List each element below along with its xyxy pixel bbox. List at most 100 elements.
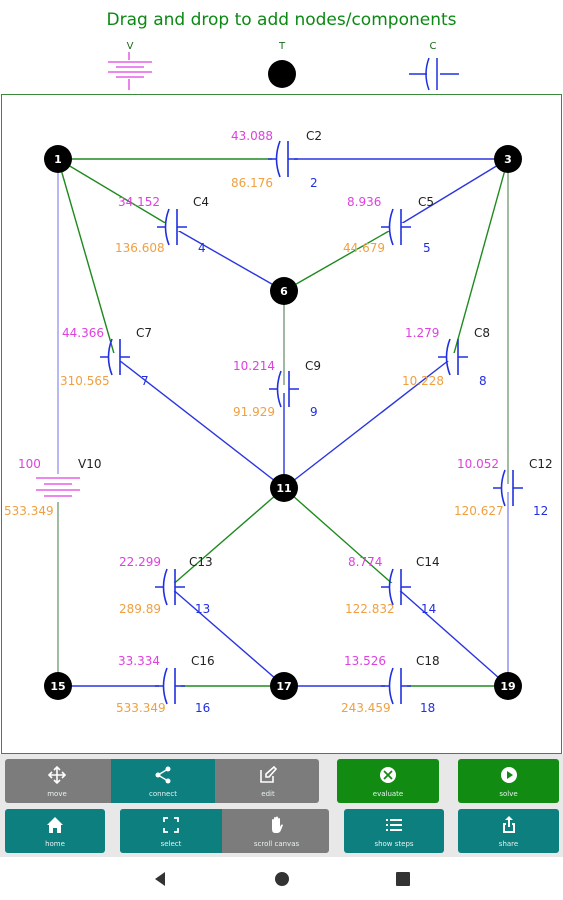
component-palette: V T C [0, 40, 563, 94]
name-label-C7: C7 [136, 326, 152, 340]
cap-plate-curved-C18 [388, 667, 394, 705]
wire-C8-a [452, 158, 509, 358]
toolbar: move connect edit evaluate [0, 754, 563, 857]
edit-button[interactable]: edit [217, 759, 319, 803]
wire-C7-a [57, 158, 116, 358]
share-upload-icon [498, 814, 520, 836]
name-label-C5: C5 [418, 195, 434, 209]
share-button[interactable]: share [458, 809, 559, 853]
node-1 [44, 145, 72, 173]
secondary-label-V10: 533.349 [4, 504, 54, 518]
cap-plate-curved-C7 [107, 338, 113, 376]
index-label-C14: 14 [421, 602, 436, 616]
value-label-C2: 43.088 [231, 129, 273, 143]
select-button[interactable]: select [120, 809, 222, 853]
select-frame-icon [160, 814, 182, 836]
evaluate-group: evaluate [337, 759, 439, 803]
index-label-C16: 16 [195, 701, 210, 715]
secondary-label-C8: 10.228 [402, 374, 444, 388]
cap-gap-C4 [161, 223, 183, 231]
cap-gap-C14 [385, 583, 407, 591]
select-scroll-group: select scroll canvas [120, 809, 329, 853]
node-label-19: 19 [500, 680, 515, 693]
move-button[interactable]: move [5, 759, 109, 803]
show-steps-button[interactable]: show steps [344, 809, 444, 853]
cap-gap-C5 [385, 223, 407, 231]
home-nav-icon[interactable] [272, 869, 292, 889]
select-label: select [160, 840, 182, 848]
node-17 [270, 672, 298, 700]
node-label-1: 1 [54, 153, 62, 166]
value-label-C4: 34.152 [118, 195, 160, 209]
value-label-C13: 22.299 [119, 555, 161, 569]
vs-bg-V10 [34, 474, 82, 502]
node-label-17: 17 [276, 680, 291, 693]
palette-voltage-source[interactable]: V [100, 40, 160, 94]
home-button[interactable]: home [5, 809, 105, 853]
palette-capacitor[interactable]: C [403, 40, 463, 94]
wire-C4-b [171, 226, 285, 292]
mode-group: move connect edit [5, 759, 319, 803]
recents-nav-icon[interactable] [393, 869, 413, 889]
palette-label-capacitor: C [429, 41, 437, 52]
wire-C14-a [283, 487, 397, 588]
palette-node[interactable]: T [252, 40, 312, 94]
index-label-C8: 8 [479, 374, 487, 388]
solve-group: solve [458, 759, 559, 803]
value-label-C5: 8.936 [347, 195, 381, 209]
back-nav-icon[interactable] [151, 869, 171, 889]
cap-gap-C13 [159, 583, 181, 591]
node-15 [44, 672, 72, 700]
secondary-label-C18: 243.459 [341, 701, 391, 715]
play-icon [498, 764, 520, 786]
name-label-V10: V10 [78, 457, 101, 471]
solve-button[interactable]: solve [458, 759, 559, 803]
move-arrows-icon [46, 764, 68, 786]
value-label-C8: 1.279 [405, 326, 439, 340]
voltage-source-icon [108, 52, 152, 90]
cap-plate-curved-C14 [388, 568, 394, 606]
name-label-C13: C13 [189, 555, 213, 569]
steps-group: show steps [344, 809, 444, 853]
wire-C7-b [114, 356, 285, 489]
wire-C4-a [57, 158, 173, 228]
scroll-canvas-button[interactable]: scroll canvas [224, 809, 329, 853]
value-label-C14: 8.774 [348, 555, 382, 569]
connect-button[interactable]: connect [111, 759, 215, 803]
system-nav-bar [0, 857, 563, 900]
cap-plate-curved-C8 [445, 338, 451, 376]
show-steps-label: show steps [374, 840, 414, 848]
name-label-C12: C12 [529, 457, 553, 471]
cap-plate-curved-C4 [164, 208, 170, 246]
node-6 [270, 277, 298, 305]
wire-C5-b [283, 226, 397, 292]
share-group: share [458, 809, 559, 853]
value-label-C12: 10.052 [457, 457, 499, 471]
name-label-C8: C8 [474, 326, 490, 340]
value-label-C7: 44.366 [62, 326, 104, 340]
value-label-V10: 100 [18, 457, 41, 471]
move-label: move [47, 790, 67, 798]
secondary-label-C9: 91.929 [233, 405, 275, 419]
name-label-C9: C9 [305, 359, 321, 373]
wire-C5-a [395, 158, 509, 228]
value-label-C9: 10.214 [233, 359, 275, 373]
cap-plate-curved-C9 [276, 370, 282, 408]
evaluate-label: evaluate [372, 790, 404, 798]
list-icon [383, 814, 405, 836]
evaluate-button[interactable]: evaluate [337, 759, 439, 803]
secondary-label-C14: 122.832 [345, 602, 395, 616]
name-label-C2: C2 [306, 129, 322, 143]
node-label-11: 11 [276, 482, 291, 495]
cap-plate-curved-C12 [500, 469, 506, 507]
node-icon [268, 60, 296, 88]
home-group: home [5, 809, 105, 853]
index-label-C2: 2 [310, 176, 318, 190]
secondary-label-C5: 44.679 [343, 241, 385, 255]
evaluate-icon [377, 764, 399, 786]
wire-C14-b [395, 586, 509, 687]
cap-plate-curved-C5 [388, 208, 394, 246]
value-label-C16: 33.334 [118, 654, 160, 668]
secondary-label-C7: 310.565 [60, 374, 110, 388]
